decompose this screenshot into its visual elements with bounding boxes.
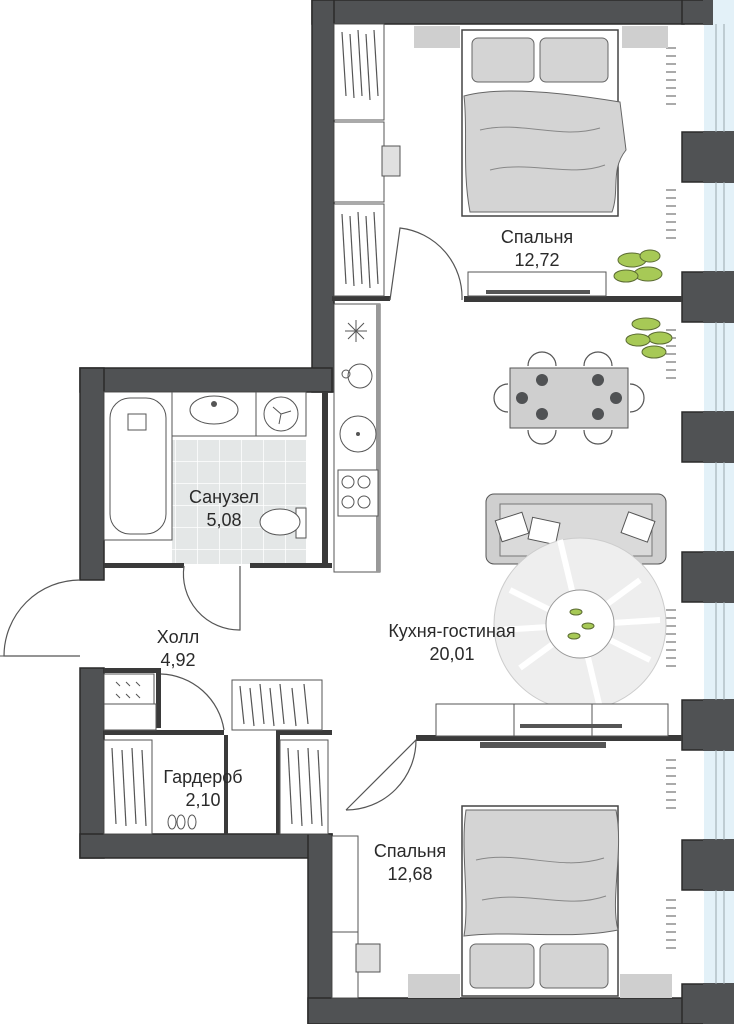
plant [625, 317, 673, 359]
pillow [539, 37, 609, 83]
room-area: 5,08 [206, 510, 242, 530]
bathroom-tile-floor [172, 440, 306, 564]
fan-icon [345, 320, 367, 342]
room-name: Санузел [188, 487, 260, 507]
room-label-wardrobe: Гардероб 2,10 [148, 766, 258, 812]
rug [493, 537, 667, 711]
pillow [469, 943, 535, 989]
partitions [104, 296, 682, 835]
room-label-living-kitchen: Кухня-гостиная 20,01 [362, 620, 542, 666]
room-label-bedroom-bottom: Спальня 12,68 [360, 840, 460, 886]
walls [79, 0, 705, 1024]
plant [613, 249, 663, 283]
cooktop-icon [337, 469, 379, 517]
room-area: 20,01 [429, 644, 475, 664]
room-area: 4,92 [160, 650, 196, 670]
blanket [463, 809, 620, 937]
pillow [471, 37, 535, 83]
room-label-bathroom: Санузел 5,08 [176, 486, 272, 532]
room-name: Холл [156, 627, 200, 647]
windows [666, 0, 734, 1024]
sofa [485, 493, 667, 565]
bedroom-top-furniture [333, 23, 668, 301]
room-name: Спальня [500, 227, 574, 247]
tv-stand [345, 703, 669, 811]
room-name: Кухня-гостиная [388, 621, 516, 641]
bedroom-bottom-furniture [331, 742, 672, 999]
nightstand-left [414, 26, 460, 48]
bathroom-fixtures [103, 391, 307, 631]
pillow [539, 943, 609, 989]
door-swing [160, 673, 225, 731]
door-swing [345, 738, 417, 811]
door-swing [182, 565, 241, 631]
room-label-hall: Холл 4,92 [140, 626, 216, 672]
closets [103, 679, 329, 835]
room-area: 12,68 [387, 864, 433, 884]
blanket [463, 90, 627, 213]
room-area: 2,10 [185, 790, 221, 810]
door-swing [389, 227, 463, 301]
kitchen-unit [333, 303, 381, 573]
sink-icon [347, 363, 373, 389]
dining-set [493, 351, 645, 445]
room-name: Гардероб [163, 767, 243, 787]
room-label-bedroom-top: Спальня 12,72 [492, 226, 582, 272]
desk [333, 121, 385, 203]
room-name: Спальня [373, 841, 447, 861]
entry-door [0, 579, 225, 731]
desk [331, 835, 359, 933]
nightstand-right [622, 26, 668, 48]
room-area: 12,72 [514, 250, 560, 270]
